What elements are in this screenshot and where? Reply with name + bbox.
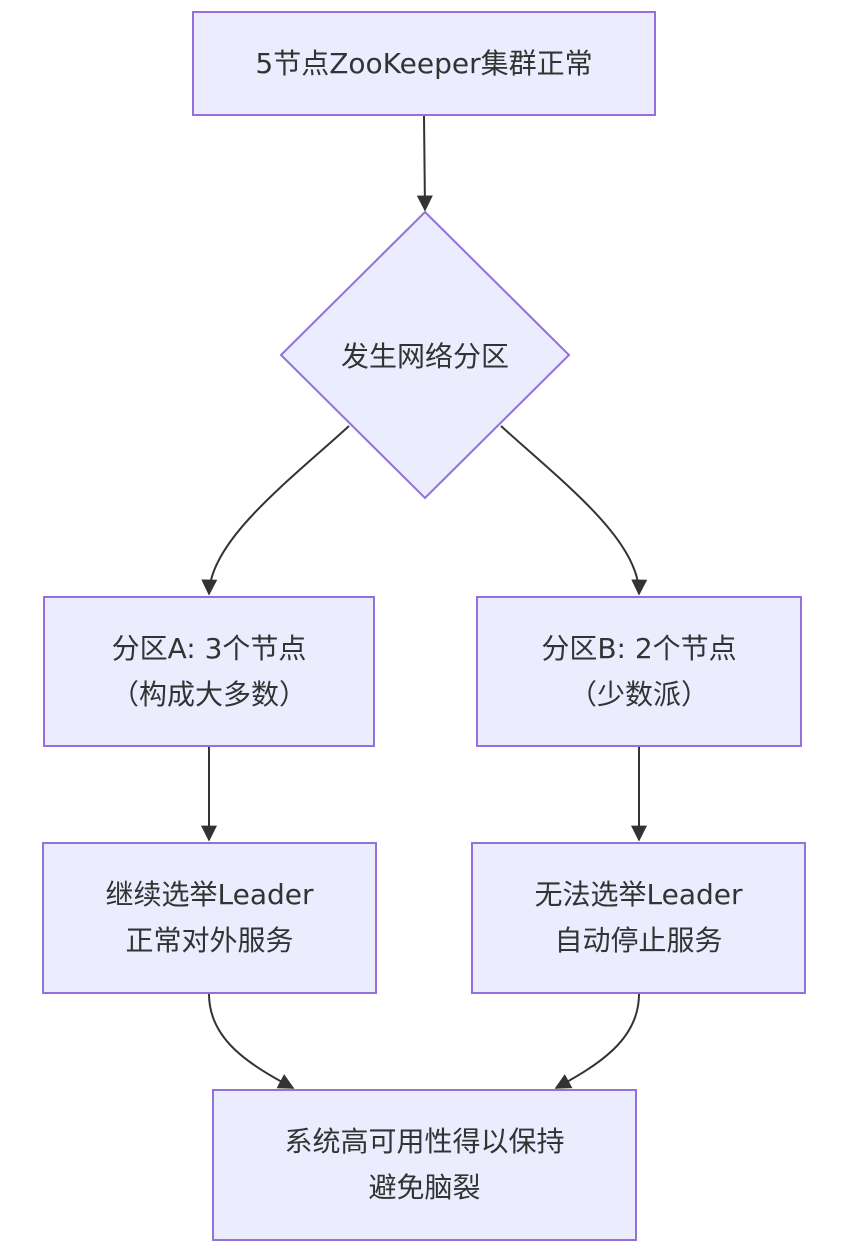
start-node: 5节点ZooKeeper集群正常 bbox=[192, 11, 656, 116]
edge-start-to-decision bbox=[416, 115, 433, 212]
partition-a-line-2: （构成大多数） bbox=[110, 677, 307, 711]
continue-election-line-2: 正常对外服务 bbox=[125, 924, 294, 957]
result-node: 系统高可用性得以保持 避免脑裂 bbox=[212, 1089, 637, 1241]
result-line-2: 避免脑裂 bbox=[368, 1171, 481, 1204]
partition-b-line-1: 分区B: 2个节点 bbox=[541, 631, 737, 665]
edge-decision-to-partition-a bbox=[201, 425, 350, 596]
partition-a-line-1: 分区A: 3个节点 bbox=[111, 631, 307, 665]
stop-service-line-2: 自动停止服务 bbox=[554, 924, 723, 957]
result-line-1: 系统高可用性得以保持 bbox=[284, 1125, 565, 1158]
edge-continue-to-result bbox=[208, 993, 295, 1089]
partition-b-node: 分区B: 2个节点 （少数派） bbox=[476, 596, 802, 747]
edge-decision-to-partition-b bbox=[500, 425, 648, 596]
start-node-label: 5节点ZooKeeper集群正常 bbox=[255, 46, 593, 80]
partition-a-node: 分区A: 3个节点 （构成大多数） bbox=[43, 596, 375, 747]
edge-stop-to-result bbox=[554, 993, 640, 1089]
continue-election-node: 继续选举Leader 正常对外服务 bbox=[42, 842, 377, 994]
continue-election-line-1: 继续选举Leader bbox=[105, 878, 314, 911]
decision-label: 发生网络分区 bbox=[340, 340, 509, 373]
stop-service-node: 无法选举Leader 自动停止服务 bbox=[471, 842, 806, 994]
stop-service-line-1: 无法选举Leader bbox=[534, 878, 743, 911]
decision-diamond bbox=[279, 210, 571, 500]
partition-b-line-2: （少数派） bbox=[568, 677, 709, 711]
